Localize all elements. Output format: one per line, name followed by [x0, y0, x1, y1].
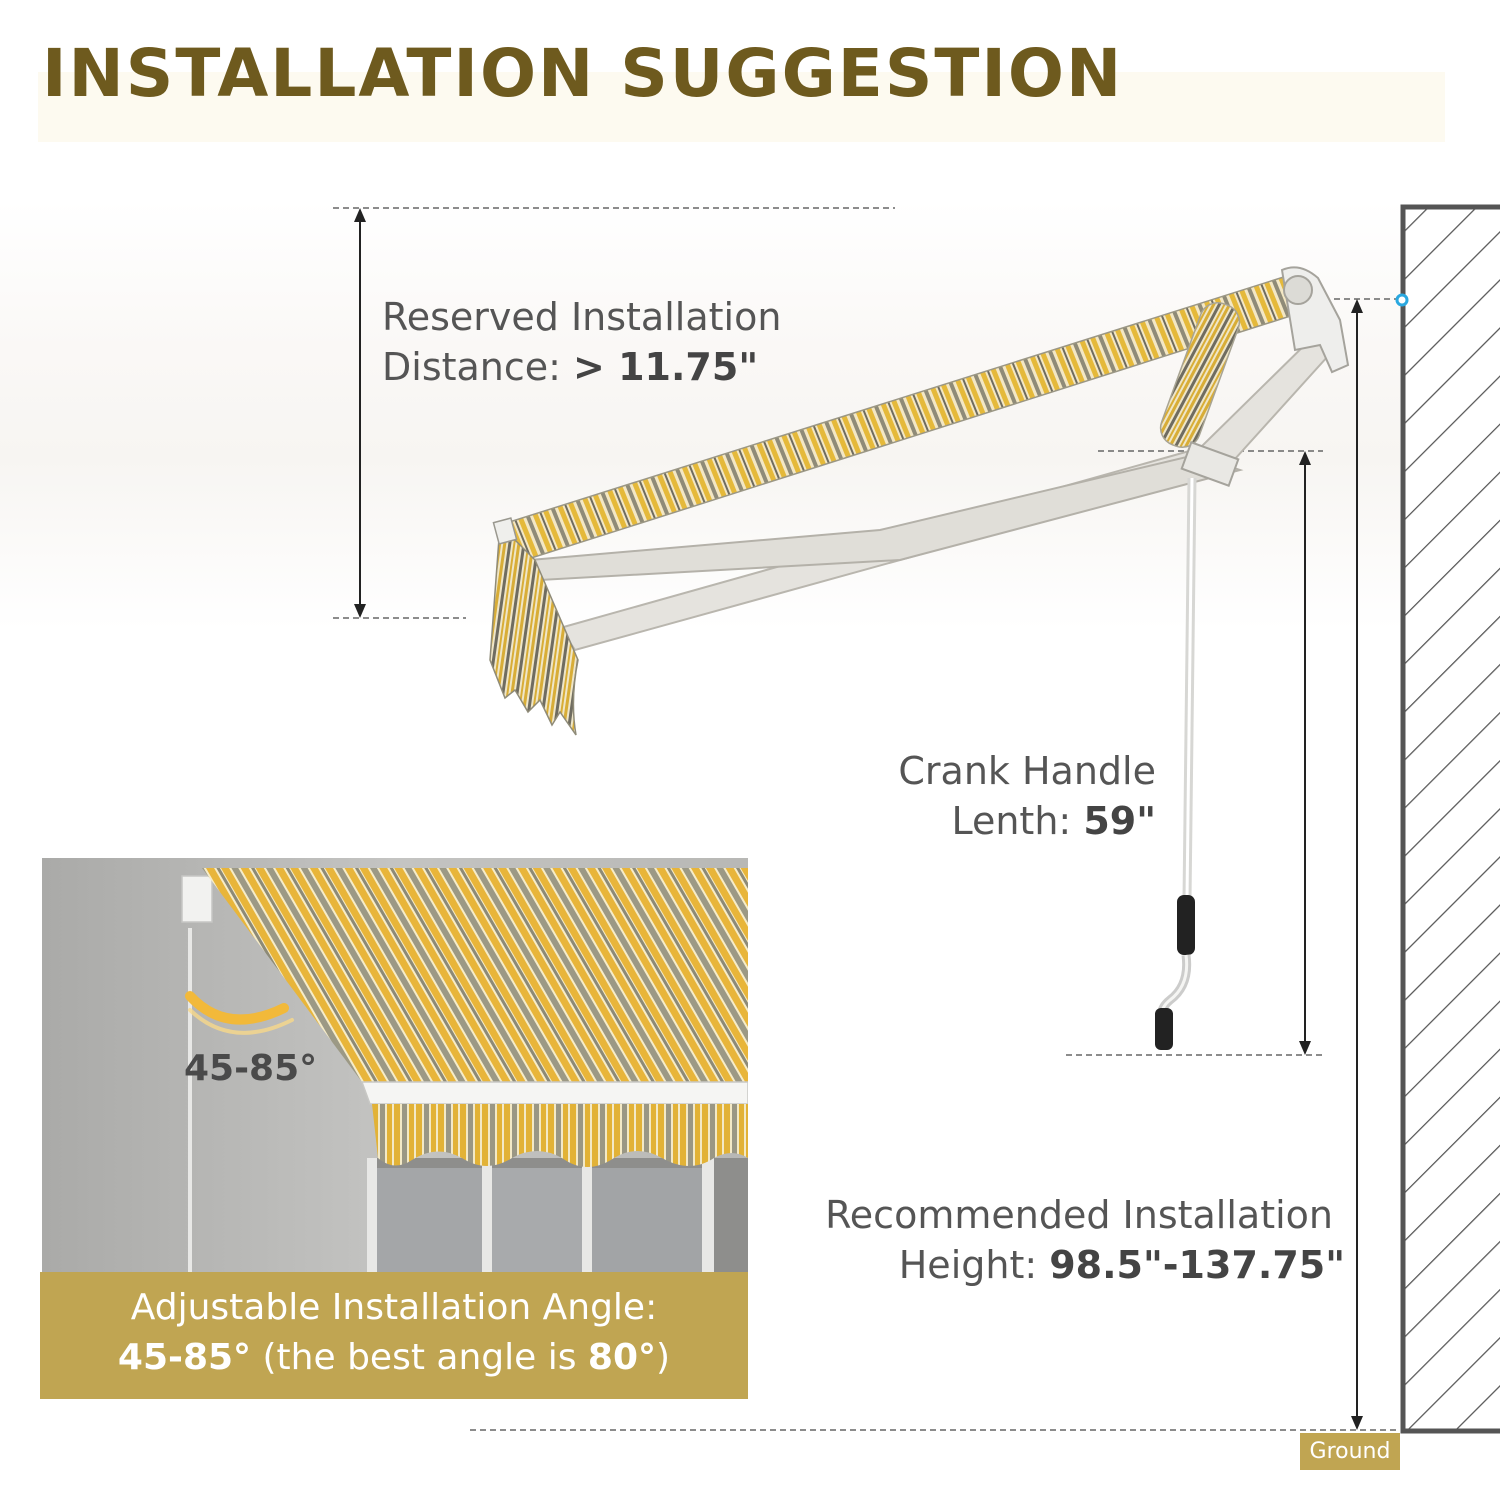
ground-label: Ground	[1300, 1433, 1400, 1470]
caption-line2: 45-85° (the best angle is 80°)	[40, 1334, 748, 1382]
page-title: INSTALLATION SUGGESTION	[42, 35, 1124, 112]
angle-inset-image	[42, 858, 748, 1272]
awning-valance	[489, 523, 579, 736]
front-bar-end	[492, 517, 518, 545]
caption-best-angle: 80°	[587, 1337, 657, 1378]
caption-range: 45-85°	[117, 1337, 252, 1378]
reserved-prefix: Distance:	[382, 345, 574, 389]
height-label: Recommended Installation Height: 98.5"-1…	[780, 1190, 1345, 1290]
crank-line2: Lenth: 59"	[856, 796, 1156, 846]
height-line2: Height: 98.5"-137.75"	[780, 1240, 1345, 1290]
title-band	[38, 72, 1445, 142]
height-arrow-down	[1351, 1416, 1363, 1430]
crank-prefix: Lenth:	[951, 799, 1084, 843]
reserved-line2: Distance: > 11.75"	[382, 342, 781, 392]
crank-handle	[1155, 477, 1197, 1050]
height-arrow-up	[1351, 299, 1363, 313]
height-value: 98.5"-137.75"	[1049, 1243, 1345, 1287]
crank-arrow-down	[1299, 1041, 1311, 1055]
crank-length-label: Crank Handle Lenth: 59"	[856, 746, 1156, 846]
reserved-line1: Reserved Installation	[382, 295, 782, 339]
awning-illustration	[489, 266, 1350, 736]
wall	[1400, 204, 1500, 1434]
awning-roller	[1159, 302, 1241, 448]
inset-angle-label: 45-85°	[184, 1048, 318, 1089]
caption-line1: Adjustable Installation Angle:	[130, 1287, 658, 1328]
crank-arrow-up	[1299, 451, 1311, 465]
reserved-arrow-up	[354, 208, 366, 222]
crank-value: 59"	[1083, 799, 1156, 843]
crank-line1: Crank Handle	[898, 749, 1156, 793]
mount-point-marker	[1395, 293, 1409, 307]
caption-end: )	[656, 1337, 671, 1378]
caption-middle: (the best angle is	[251, 1337, 588, 1378]
reserved-value: > 11.75"	[573, 345, 759, 389]
angle-caption: Adjustable Installation Angle: 45-85° (t…	[40, 1272, 748, 1399]
height-line1: Recommended Installation	[825, 1193, 1333, 1237]
reserved-distance-label: Reserved Installation Distance: > 11.75"	[382, 292, 781, 392]
reserved-arrow-down	[354, 604, 366, 618]
height-prefix: Height:	[898, 1243, 1050, 1287]
arm-bracket	[1180, 441, 1240, 487]
bracket-bolt	[1283, 275, 1313, 305]
